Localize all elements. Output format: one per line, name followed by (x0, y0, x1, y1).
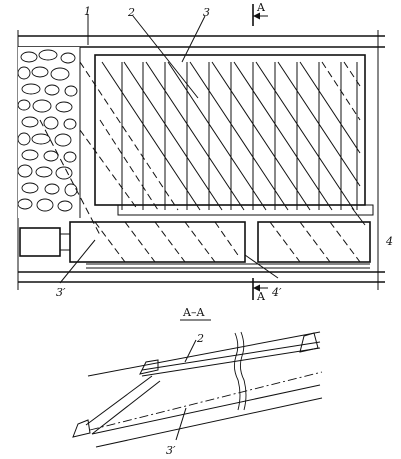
lower-unit-left-block (19, 227, 61, 257)
leader-lines (59, 14, 366, 284)
lower-unit-connector (59, 233, 71, 251)
prop-block-right (299, 332, 319, 353)
vertical-props (121, 62, 358, 210)
lower-support-units (19, 221, 371, 269)
lower-beam-line-1 (91, 384, 321, 435)
section-label-item-3p: 3′ (166, 444, 176, 457)
lower-unit-right (257, 221, 371, 263)
diagonal-beams-solid (101, 61, 361, 211)
diagonal-beams-dashed (79, 61, 361, 211)
label-item-2: 2 (127, 6, 135, 19)
section-mark-top: A (252, 1, 268, 26)
section-view: A–A 2 3′ (72, 306, 323, 457)
section-title: A–A (182, 306, 205, 319)
label-item-3p: 3′ (56, 286, 66, 299)
lower-unit-middle (69, 221, 246, 263)
section-mark-bottom-label: A (256, 290, 266, 303)
floor-line (95, 397, 323, 448)
support-frame-lower-rail (117, 204, 374, 216)
break-symbol (233, 331, 247, 411)
label-item-3: 3 (203, 6, 210, 19)
goaf-rubble-zone (17, 47, 81, 218)
top-beam-line-2 (141, 347, 321, 377)
section-leader-2 (184, 339, 197, 363)
rubble-stones (17, 49, 78, 212)
inclined-beam-line-2 (91, 380, 161, 435)
support-frame-upper (94, 54, 366, 206)
section-label-item-2: 2 (196, 332, 204, 345)
prop-block-left (139, 359, 159, 375)
roof-line (87, 331, 321, 377)
section-mark-bottom: A (252, 278, 268, 303)
prop-base-left (72, 419, 91, 438)
inclined-beam-line-1 (85, 375, 153, 426)
label-item-4: 4 (385, 235, 393, 248)
label-item-4p: 4′ (271, 286, 282, 299)
top-beam-line-1 (141, 341, 321, 371)
section-mark-top-label: A (256, 1, 266, 14)
label-item-1: 1 (84, 5, 91, 18)
lower-dashed-beams (94, 221, 361, 263)
section-leader-3p (175, 407, 187, 441)
plan-view: A A 1 2 3 4 3′ 4′ (17, 1, 393, 303)
center-line (89, 371, 323, 431)
